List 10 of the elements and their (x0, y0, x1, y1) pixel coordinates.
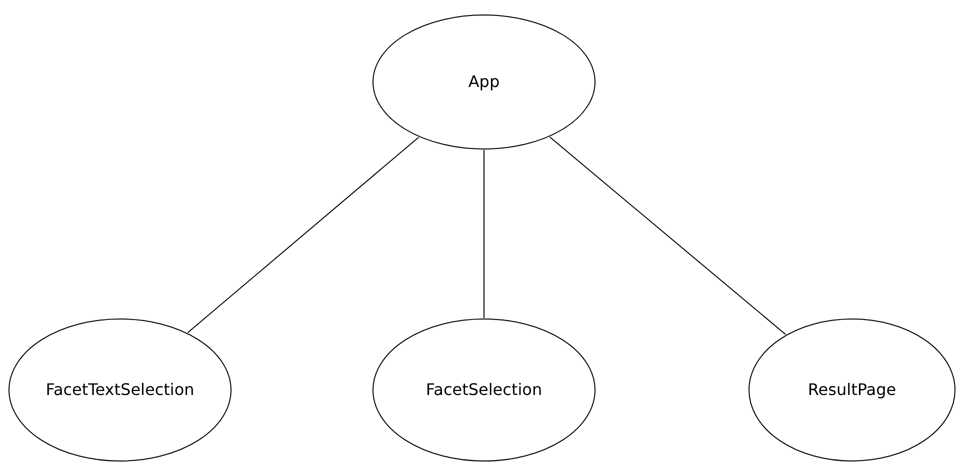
oval-node (372, 14, 596, 150)
node-label: FacetSelection (426, 379, 542, 401)
connector-line (549, 136, 786, 336)
node-label: App (468, 71, 500, 93)
connector-line (187, 136, 420, 334)
node-label: ResultPage (808, 379, 896, 401)
oval-node (372, 318, 596, 462)
node-label: FacetTextSelection (46, 379, 194, 401)
oval-node (8, 318, 232, 462)
oval-node (748, 318, 956, 462)
